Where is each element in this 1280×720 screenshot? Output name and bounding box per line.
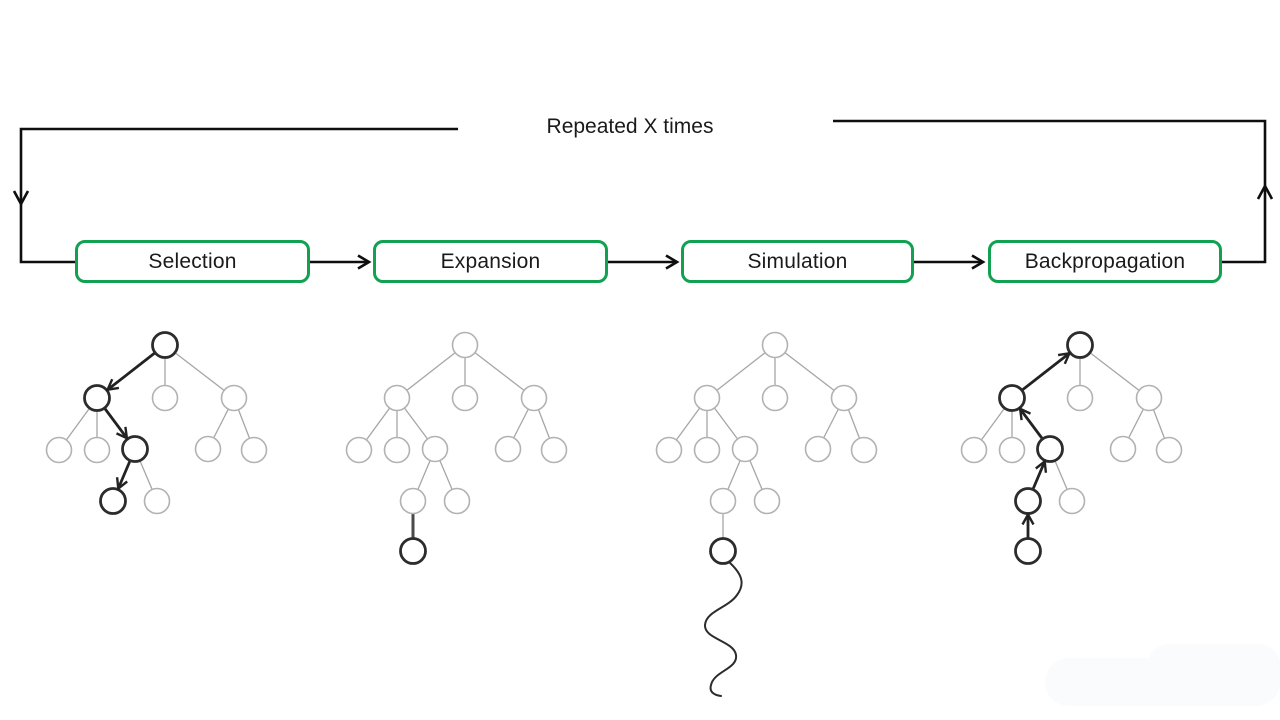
tree-selection — [45, 331, 268, 515]
tree-arrowhead-icon — [1057, 351, 1072, 365]
repeat-loop-arrows — [12, 119, 1274, 264]
tree-node-a3 — [121, 435, 149, 463]
tree-node-c1 — [804, 435, 832, 463]
phase-connector-arrowhead-icon — [665, 254, 680, 270]
repeat-loop-label: Repeated X times — [546, 115, 714, 138]
phase-box-simulation: Simulation — [681, 240, 914, 283]
tree-edge — [1079, 344, 1150, 399]
tree-node-new — [1014, 537, 1042, 565]
tree-node-c2 — [850, 436, 878, 464]
phase-box-expansion: Expansion — [373, 240, 608, 283]
tree-node-c — [1135, 384, 1163, 412]
tree-arrowhead-icon — [105, 378, 120, 392]
loop-up-arrowhead-icon — [1256, 183, 1274, 200]
tree-node-root — [451, 331, 479, 359]
phase-label-selection: Selection — [148, 249, 237, 273]
tree-arrowhead-icon — [1021, 512, 1035, 526]
tree-node-c2 — [540, 436, 568, 464]
tree-node-c2 — [1155, 436, 1183, 464]
tree-node-a2 — [693, 436, 721, 464]
tree-node-a3a — [99, 487, 127, 515]
tree-node-c — [220, 384, 248, 412]
tree-edge — [464, 344, 535, 399]
tree-node-b — [151, 384, 179, 412]
tree-node-a1 — [45, 436, 73, 464]
watermark-blob — [1045, 644, 1280, 706]
tree-edge — [396, 344, 466, 399]
loop-down-arrowhead-icon — [12, 190, 30, 207]
tree-node-root — [1066, 331, 1094, 359]
tree-node-a3 — [421, 435, 449, 463]
tree-edge — [774, 344, 845, 399]
tree-node-a — [383, 384, 411, 412]
tree-node-a3 — [731, 435, 759, 463]
tree-node-b — [451, 384, 479, 412]
tree-node-root — [761, 331, 789, 359]
phase-box-selection: Selection — [75, 240, 310, 283]
tree-node-a3 — [1036, 435, 1064, 463]
rollout-squiggle — [703, 561, 743, 697]
tree-node-a2 — [383, 436, 411, 464]
tree-node-a3a — [399, 487, 427, 515]
tree-node-root — [151, 331, 179, 359]
phase-connector-arrowhead-icon — [971, 254, 986, 270]
tree-edge — [164, 344, 235, 399]
tree-simulation — [655, 331, 878, 697]
tree-node-a — [693, 384, 721, 412]
tree-node-c — [520, 384, 548, 412]
tree-node-c2 — [240, 436, 268, 464]
tree-node-a2 — [83, 436, 111, 464]
phase-label-simulation: Simulation — [747, 249, 848, 273]
tree-node-new — [709, 537, 737, 565]
tree-node-a — [83, 384, 111, 412]
tree-node-c1 — [194, 435, 222, 463]
tree-arrowhead-icon — [115, 426, 129, 441]
tree-edge — [706, 344, 776, 399]
phase-label-backpropagation: Backpropagation — [1024, 249, 1186, 273]
tree-node-c1 — [494, 435, 522, 463]
tree-node-a3b — [753, 487, 781, 515]
tree-node-a1 — [960, 436, 988, 464]
tree-node-new — [399, 537, 427, 565]
tree-node-c1 — [1109, 435, 1137, 463]
phase-connector-arrows — [310, 254, 986, 270]
tree-expansion — [345, 331, 568, 565]
tree-node-a3b — [143, 487, 171, 515]
phase-label-expansion: Expansion — [440, 249, 541, 273]
tree-node-a3b — [1058, 487, 1086, 515]
tree-node-a2 — [998, 436, 1026, 464]
phase-box-backpropagation: Backpropagation — [988, 240, 1222, 283]
phase-connector-arrowhead-icon — [357, 254, 372, 270]
tree-node-b — [1066, 384, 1094, 412]
tree-node-a — [998, 384, 1026, 412]
tree-node-c — [830, 384, 858, 412]
tree-node-a1 — [655, 436, 683, 464]
tree-node-a3a — [709, 487, 737, 515]
tree-arrowhead-icon — [1035, 459, 1048, 473]
tree-arrowhead-icon — [1018, 406, 1032, 421]
tree-node-a3a — [1014, 487, 1042, 515]
tree-node-a1 — [345, 436, 373, 464]
mcts-trees — [45, 331, 1183, 697]
tree-node-a3b — [443, 487, 471, 515]
tree-node-b — [761, 384, 789, 412]
tree-arrowhead-icon — [115, 477, 128, 491]
tree-backpropagation — [960, 331, 1183, 565]
